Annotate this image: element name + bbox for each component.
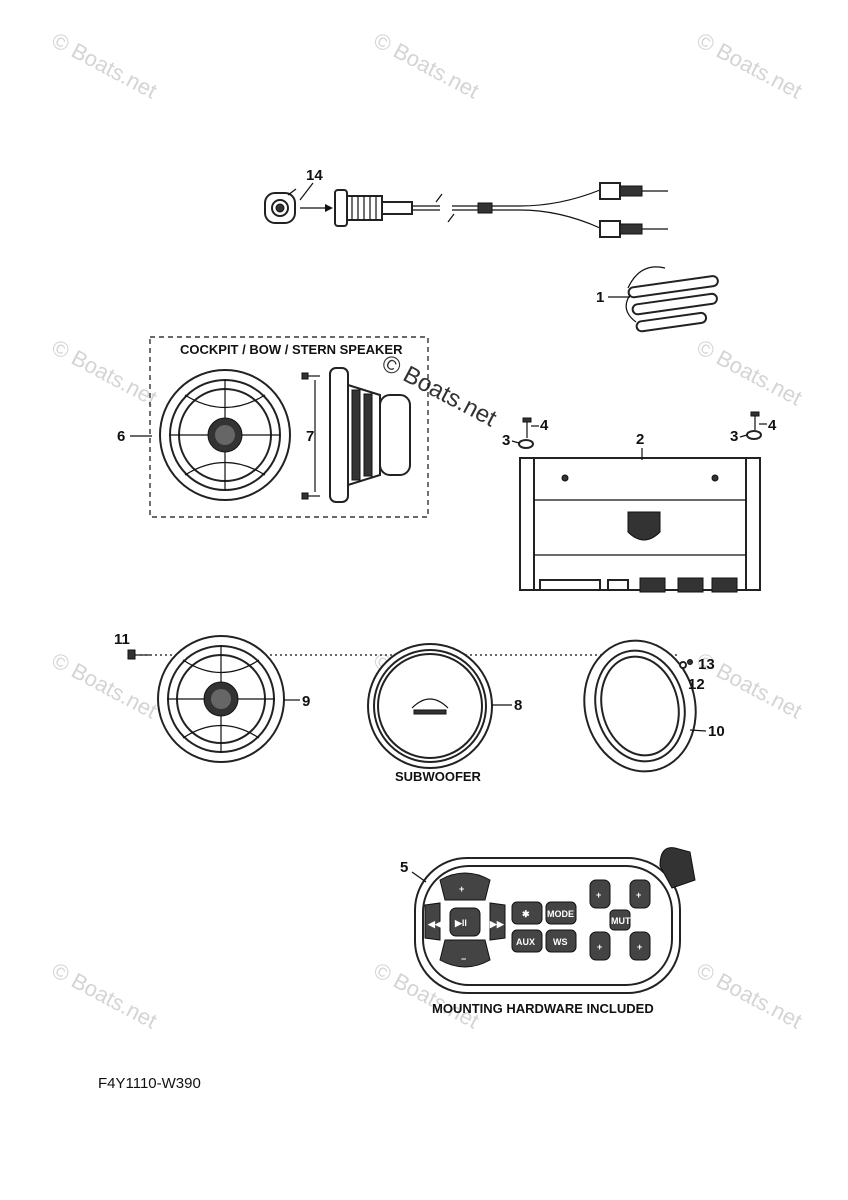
callout-2: 2 bbox=[636, 431, 644, 448]
svg-text:▶ll: ▶ll bbox=[454, 918, 467, 928]
callout-4-left: 4 bbox=[540, 417, 549, 434]
callout-13: 13 bbox=[698, 656, 715, 673]
left-fastener bbox=[518, 417, 534, 449]
callout-10: 10 bbox=[708, 723, 725, 740]
mode-button-label: MODE bbox=[547, 909, 574, 919]
watermark: © Boats.net bbox=[693, 957, 807, 1033]
watermark: © Boats.net bbox=[370, 27, 484, 103]
subwoofer-part-8: SUBWOOFER 8 bbox=[367, 643, 522, 784]
mute-button-label: MUTE bbox=[611, 916, 637, 926]
speaker-front-part-6 bbox=[159, 369, 291, 501]
callout-12: 12 bbox=[688, 676, 705, 693]
svg-text:+: + bbox=[459, 884, 464, 894]
cockpit-speaker-label: COCKPIT / BOW / STERN SPEAKER bbox=[180, 342, 403, 357]
screw-part-11: 11 bbox=[114, 631, 150, 660]
right-pad: + + + + MUTE bbox=[589, 879, 651, 961]
watermark: © Boats.net bbox=[48, 27, 162, 103]
wiring-harness-part-1: 1 bbox=[596, 266, 719, 333]
right-fastener bbox=[746, 411, 762, 440]
svg-text:−: − bbox=[461, 954, 466, 964]
remote-part-5: + − ◀◀ ▶▶ ▶ll ✱ MODE AUX WS + + + + M bbox=[400, 847, 696, 1016]
diagram-code: F4Y1110-W390 bbox=[98, 1075, 201, 1092]
callout-3-right: 3 bbox=[730, 428, 738, 445]
speaker-part-9: 9 bbox=[157, 635, 310, 763]
svg-text:✱: ✱ bbox=[522, 909, 530, 919]
aux-jack bbox=[334, 189, 413, 227]
svg-text:▶▶: ▶▶ bbox=[489, 919, 505, 929]
center-buttons: ✱ MODE AUX WS bbox=[511, 901, 577, 953]
svg-text:◀◀: ◀◀ bbox=[427, 919, 443, 929]
callout-14: 14 bbox=[306, 167, 323, 184]
watermark: © Boats.net bbox=[693, 27, 807, 103]
mounting-ring-part-10: 10 bbox=[583, 639, 725, 773]
callout-11: 11 bbox=[114, 631, 130, 648]
callout-9: 9 bbox=[302, 693, 310, 710]
nut-washer-parts-12-13: 13 12 bbox=[679, 656, 715, 693]
callout-4-right: 4 bbox=[768, 417, 777, 434]
svg-text:+: + bbox=[596, 890, 601, 900]
svg-text:+: + bbox=[636, 890, 641, 900]
watermark: © Boats.net bbox=[48, 647, 162, 723]
watermark: © Boats.net bbox=[693, 334, 807, 410]
watermark: © Boats.net bbox=[48, 334, 162, 410]
callout-7: 7 bbox=[306, 428, 314, 445]
left-pad: + − ◀◀ ▶▶ ▶ll bbox=[424, 872, 506, 968]
ws-button-label: WS bbox=[553, 937, 568, 947]
callout-3-left: 3 bbox=[502, 432, 510, 449]
screws-part-7 bbox=[301, 372, 320, 500]
aux-cable-part-14: 14 bbox=[264, 167, 668, 238]
svg-text:+: + bbox=[637, 942, 642, 952]
callout-1: 1 bbox=[596, 289, 604, 306]
svg-text:+: + bbox=[597, 942, 602, 952]
watermark: © Boats.net bbox=[48, 957, 162, 1033]
aux-wire bbox=[412, 182, 668, 238]
amplifier-part-2: 2 3 4 3 4 bbox=[502, 411, 777, 593]
callout-5: 5 bbox=[400, 859, 408, 876]
mounting-hardware-label: MOUNTING HARDWARE INCLUDED bbox=[432, 1001, 654, 1016]
cockpit-speaker-group: COCKPIT / BOW / STERN SPEAKER 6 7 bbox=[117, 336, 429, 518]
aux-cap bbox=[264, 188, 297, 224]
speaker-side-view bbox=[329, 367, 411, 503]
callout-8: 8 bbox=[514, 697, 522, 714]
subwoofer-label: SUBWOOFER bbox=[395, 769, 482, 784]
callout-6: 6 bbox=[117, 428, 125, 445]
aux-button-label: AUX bbox=[516, 937, 535, 947]
